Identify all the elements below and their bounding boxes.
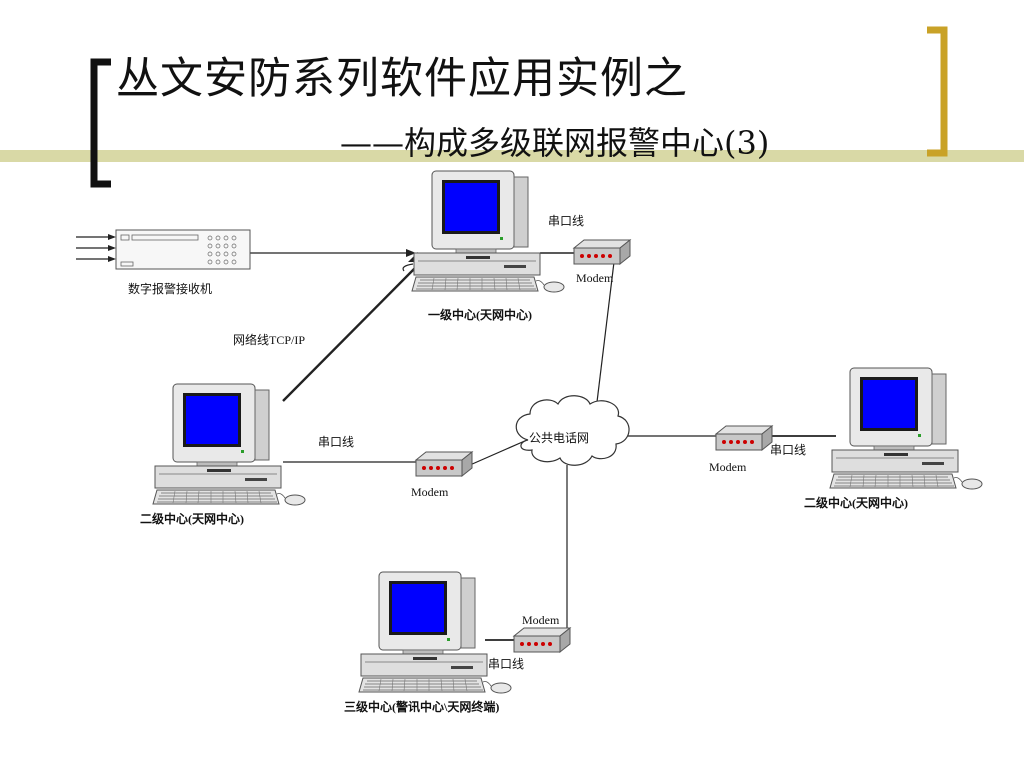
- page-subtitle: ——构成多级联网报警中心(3): [340, 124, 770, 162]
- level2-right-center-label: 二级中心(天网中心): [804, 496, 908, 510]
- modem-left-icon: [415, 451, 473, 477]
- modem-label-right: Modem: [709, 460, 747, 474]
- serial-line-label-left: 串口线: [318, 435, 355, 449]
- pc-level2-right-icon: [829, 367, 983, 490]
- level1-center-label: 一级中心(天网中心): [428, 308, 532, 322]
- left-bracket: [90, 58, 111, 188]
- modem-top-icon: [573, 239, 631, 265]
- pc-level1-icon: [411, 170, 565, 293]
- level3-center-label: 三级中心(警讯中心\天网终端): [344, 700, 500, 714]
- link-modem-top-pstn: [596, 261, 615, 403]
- modem-bottom-icon: [513, 627, 571, 653]
- pc-level3-icon: [358, 571, 512, 694]
- pstn-cloud-icon: [515, 395, 630, 466]
- arrow-head: [108, 234, 116, 240]
- modem-label-left: Modem: [411, 485, 449, 499]
- serial-line-label-right: 串口线: [770, 443, 807, 457]
- modem-label-top: Modem: [576, 271, 614, 285]
- level2-left-center-label: 二级中心(天网中心): [140, 512, 244, 526]
- pstn-label: 公共电话网: [529, 431, 590, 445]
- arrow-head: [406, 249, 416, 257]
- page-title: 丛文安防系列软件应用实例之: [116, 54, 688, 104]
- tcpip-line-label: 网络线TCP/IP: [233, 333, 306, 347]
- arrow-head: [108, 256, 116, 262]
- link-tcpip: [282, 264, 419, 402]
- link-curl: [402, 263, 414, 272]
- modem-label-bottom: Modem: [522, 613, 560, 627]
- right-bracket: [927, 26, 948, 157]
- serial-line-label-top: 串口线: [548, 214, 585, 228]
- receiver-label: 数字报警接收机: [128, 282, 213, 296]
- pc-level2-left-icon: [152, 383, 306, 506]
- link-modem-left-pstn: [469, 439, 528, 466]
- header-stripe: [0, 150, 1024, 162]
- serial-line-label-bottom: 串口线: [488, 657, 525, 671]
- arrow-head: [108, 245, 116, 251]
- alarm-receiver-device: [115, 229, 251, 270]
- modem-right-icon: [715, 425, 773, 451]
